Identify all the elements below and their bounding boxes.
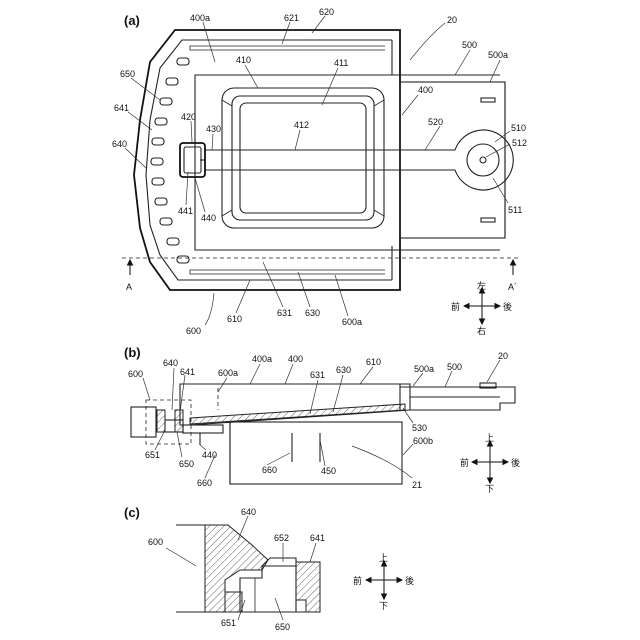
compass-b-left: 前 — [460, 457, 469, 469]
label-b-651: 651 — [145, 450, 160, 460]
direction-compass-c — [366, 561, 402, 599]
label-b-400: 400 — [288, 354, 303, 364]
panel-label-b: (b) — [124, 345, 141, 360]
compass-c-right: 後 — [405, 575, 414, 587]
label-b-640: 640 — [163, 358, 178, 368]
direction-compass-b — [472, 441, 508, 483]
compass-b-right: 後 — [511, 457, 520, 469]
label-b-20: 20 — [498, 351, 508, 361]
panel-label-a: (a) — [124, 13, 140, 28]
compass-b-down: 下 — [485, 485, 494, 495]
label-411: 411 — [334, 58, 348, 68]
compass-b-up: 上 — [485, 433, 494, 444]
callouts-a: 400a 621 620 20 500 500a 410 411 400 650… — [112, 7, 527, 336]
label-c-641: 641 — [310, 533, 325, 543]
compass-a-down: 右 — [477, 325, 486, 337]
label-b-610: 610 — [366, 357, 381, 367]
label-600a: 600a — [342, 317, 362, 327]
label-620: 620 — [319, 7, 334, 17]
label-520: 520 — [428, 117, 443, 127]
compass-c-up: 上 — [379, 553, 388, 564]
label-430: 430 — [206, 124, 221, 134]
label-b-500: 500 — [447, 362, 462, 372]
label-440: 440 — [201, 213, 216, 223]
label-b-600: 600 — [128, 369, 143, 379]
section-mark-a-prime: A´ — [508, 282, 517, 292]
label-400a: 400a — [190, 13, 210, 23]
label-b-450: 450 — [321, 466, 336, 476]
label-b-440: 440 — [202, 450, 217, 460]
label-b-530: 530 — [412, 423, 427, 433]
label-600: 600 — [186, 326, 201, 336]
label-c-600: 600 — [148, 537, 163, 547]
label-20: 20 — [447, 15, 457, 25]
label-b-600b: 600b — [413, 436, 433, 446]
section-mark-a: A — [126, 282, 132, 292]
label-640: 640 — [112, 139, 127, 149]
label-500a: 500a — [488, 50, 508, 60]
label-650: 650 — [120, 69, 135, 79]
label-b-600a: 600a — [218, 368, 238, 378]
label-412: 412 — [294, 120, 309, 130]
label-511: 511 — [508, 205, 522, 215]
label-b-660-lower: 660 — [197, 478, 212, 488]
compass-c-left: 前 — [353, 575, 362, 587]
callouts-b: 400a 400 610 500a 500 20 600 640 641 600… — [128, 351, 508, 490]
label-510: 510 — [511, 123, 526, 133]
compass-a-right: 後 — [503, 301, 512, 313]
compass-a-left: 前 — [451, 301, 460, 313]
label-512: 512 — [512, 138, 527, 148]
label-441: 441 — [178, 206, 193, 216]
label-b-630: 630 — [336, 365, 351, 375]
label-420: 420 — [181, 112, 196, 122]
label-b-21: 21 — [412, 480, 422, 490]
label-b-650: 650 — [179, 459, 194, 469]
label-c-640: 640 — [241, 507, 256, 517]
compass-a-up: 左 — [477, 280, 486, 292]
label-630: 630 — [305, 308, 320, 318]
label-b-631: 631 — [310, 370, 325, 380]
detail-view-drawing — [176, 525, 320, 612]
label-400: 400 — [418, 85, 433, 95]
compass-c-down: 下 — [379, 602, 388, 612]
panel-label-c: (c) — [124, 505, 140, 520]
label-410: 410 — [236, 55, 251, 65]
label-b-500a: 500a — [414, 364, 434, 374]
direction-compass-a — [464, 288, 500, 324]
label-631: 631 — [277, 308, 292, 318]
label-641: 641 — [114, 103, 129, 113]
label-b-400a: 400a — [252, 354, 272, 364]
label-c-651: 651 — [221, 618, 236, 628]
label-610: 610 — [227, 314, 242, 324]
label-500: 500 — [462, 40, 477, 50]
label-621: 621 — [284, 13, 299, 23]
label-b-641: 641 — [180, 367, 195, 377]
label-c-650: 650 — [275, 622, 290, 632]
label-c-652: 652 — [274, 533, 289, 543]
plan-view-drawing — [122, 30, 520, 290]
label-b-660: 660 — [262, 465, 277, 475]
